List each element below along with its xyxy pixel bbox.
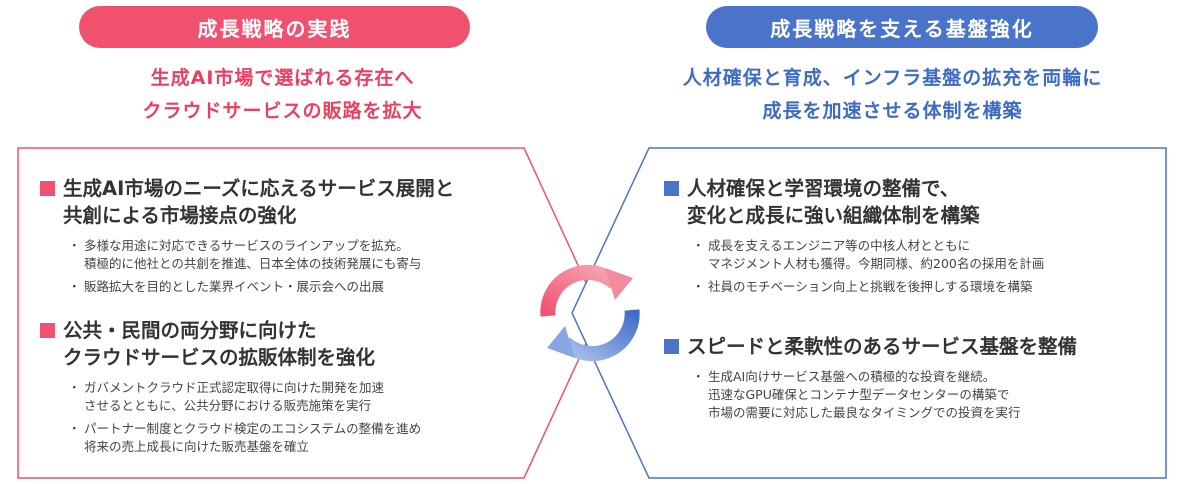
- list-item: ・ 販路拡大を目的とした業界イベント・展示会への出展: [40, 278, 454, 296]
- bullet-list: ・ ガバメントクラウド正式認定取得に向けた開発を加速 させるとともに、公共分野に…: [40, 379, 421, 456]
- heading-line: 生成AI市場のニーズに応えるサービス展開と: [63, 177, 455, 200]
- list-item: ・ 多様な用途に対応できるサービスのラインアップを拡充。 積極的に他社との共創を…: [40, 237, 454, 273]
- heading-line: 変化と成長に強い組織体制を構築: [687, 204, 980, 227]
- bullet-dot: ・: [68, 421, 81, 436]
- heading-line: 人材確保と学習環境の整備で、: [687, 177, 960, 200]
- left-headline-line: クラウドサービスの販路を拡大: [142, 100, 423, 122]
- right-headline-line: 人材確保と育成、インフラ基盤の拡充を両輪に: [682, 67, 1103, 89]
- heading-line: 共創による市場接点の強化: [63, 204, 297, 227]
- section-heading: 公共・民間の両分野に向けた クラウドサービスの拡販体制を強化: [40, 317, 421, 371]
- section-heading: 生成AI市場のニーズに応えるサービス展開と 共創による市場接点の強化: [40, 175, 454, 229]
- bullet-dot: ・: [68, 380, 81, 395]
- bullet-line: パートナー制度とクラウド検定のエコシステムの整備を進め: [84, 421, 422, 436]
- square-bullet-icon: [664, 339, 679, 354]
- bullet-line: ガバメントクラウド正式認定取得に向けた開発を加速: [84, 380, 385, 395]
- bullet-line: 多様な用途に対応できるサービスのラインアップを拡充。: [84, 238, 409, 253]
- bullet-line: マネジメント人材も獲得。今期同様、約200名の採用を計画: [708, 256, 1045, 271]
- left-panel-frame: [17, 147, 601, 479]
- bullet-dot: ・: [692, 369, 705, 384]
- list-item: ・ 成長を支えるエンジニア等の中核人材とともに マネジメント人材も獲得。今期同様…: [664, 237, 1044, 273]
- square-bullet-icon: [40, 323, 55, 338]
- bullet-line: 生成AI向けサービス基盤への積極的な投資を継続。: [708, 369, 996, 384]
- bullet-line: 成長を支えるエンジニア等の中核人材とともに: [708, 238, 971, 253]
- square-bullet-icon: [40, 181, 55, 196]
- bullet-list: ・ 成長を支えるエンジニア等の中核人材とともに マネジメント人材も獲得。今期同様…: [664, 237, 1044, 296]
- bullet-dot: ・: [692, 238, 705, 253]
- left-section-sales-structure: 公共・民間の両分野に向けた クラウドサービスの拡販体制を強化 ・ ガバメントクラ…: [40, 317, 421, 461]
- heading-line: クラウドサービスの拡販体制を強化: [63, 346, 376, 369]
- right-section-talent: 人材確保と学習環境の整備で、 変化と成長に強い組織体制を構築 ・ 成長を支えるエ…: [664, 175, 1044, 301]
- bullet-line: 販路拡大を目的とした業界イベント・展示会への出展: [84, 279, 385, 294]
- bullet-dot: ・: [68, 238, 81, 253]
- left-section-market-needs: 生成AI市場のニーズに応えるサービス展開と 共創による市場接点の強化 ・ 多様な…: [40, 175, 454, 301]
- bullet-line: 積極的に他社との共創を推進、日本全体の技術発展にも寄与: [84, 256, 422, 271]
- bullet-line: 将来の売上成長に向けた販売基盤を確立: [84, 439, 310, 454]
- cycle-arrows-icon: [540, 264, 640, 362]
- list-item: ・ 社員のモチベーション向上と挑戦を後押しする環境を構築: [664, 278, 1044, 296]
- right-panel-frame: [571, 147, 1167, 479]
- bullet-line: 社員のモチベーション向上と挑戦を後押しする環境を構築: [708, 279, 1033, 294]
- bullet-list: ・ 生成AI向けサービス基盤への積極的な投資を継続。 迅速なGPU確保とコンテナ…: [664, 368, 1077, 422]
- right-title-pill: 成長戦略を支える基盤強化: [706, 6, 1098, 48]
- heading-line: スピードと柔軟性のあるサービス基盤を整備: [687, 335, 1078, 358]
- left-headline: 生成AI市場で選ばれる存在へ クラウドサービスの販路を拡大: [20, 62, 545, 128]
- bullet-line: 迅速なGPU確保とコンテナ型データセンターの構築で: [708, 387, 1010, 402]
- right-section-infrastructure: スピードと柔軟性のあるサービス基盤を整備 ・ 生成AI向けサービス基盤への積極的…: [664, 333, 1077, 427]
- bullet-list: ・ 多様な用途に対応できるサービスのラインアップを拡充。 積極的に他社との共創を…: [40, 237, 454, 296]
- list-item: ・ パートナー制度とクラウド検定のエコシステムの整備を進め 将来の売上成長に向け…: [40, 420, 421, 456]
- right-headline: 人材確保と育成、インフラ基盤の拡充を両輪に 成長を加速させる体制を構築: [620, 62, 1165, 128]
- section-heading: スピードと柔軟性のあるサービス基盤を整備: [664, 333, 1077, 360]
- list-item: ・ ガバメントクラウド正式認定取得に向けた開発を加速 させるとともに、公共分野に…: [40, 379, 421, 415]
- left-title-text: 成長戦略の実践: [197, 16, 352, 41]
- left-title-pill: 成長戦略の実践: [79, 6, 470, 48]
- bullet-line: させるとともに、公共分野における販売施策を実行: [84, 398, 372, 413]
- left-headline-line: 生成AI市場で選ばれる存在へ: [150, 67, 415, 89]
- heading-line: 公共・民間の両分野に向けた: [63, 319, 317, 342]
- bullet-dot: ・: [692, 279, 705, 294]
- square-bullet-icon: [664, 181, 679, 196]
- bullet-line: 市場の需要に対応した最良なタイミングでの投資を実行: [708, 405, 1021, 420]
- right-headline-line: 成長を加速させる体制を構築: [762, 100, 1023, 122]
- list-item: ・ 生成AI向けサービス基盤への積極的な投資を継続。 迅速なGPU確保とコンテナ…: [664, 368, 1077, 422]
- section-heading: 人材確保と学習環境の整備で、 変化と成長に強い組織体制を構築: [664, 175, 1044, 229]
- bullet-dot: ・: [68, 279, 81, 294]
- right-title-text: 成長戦略を支える基盤強化: [770, 16, 1034, 41]
